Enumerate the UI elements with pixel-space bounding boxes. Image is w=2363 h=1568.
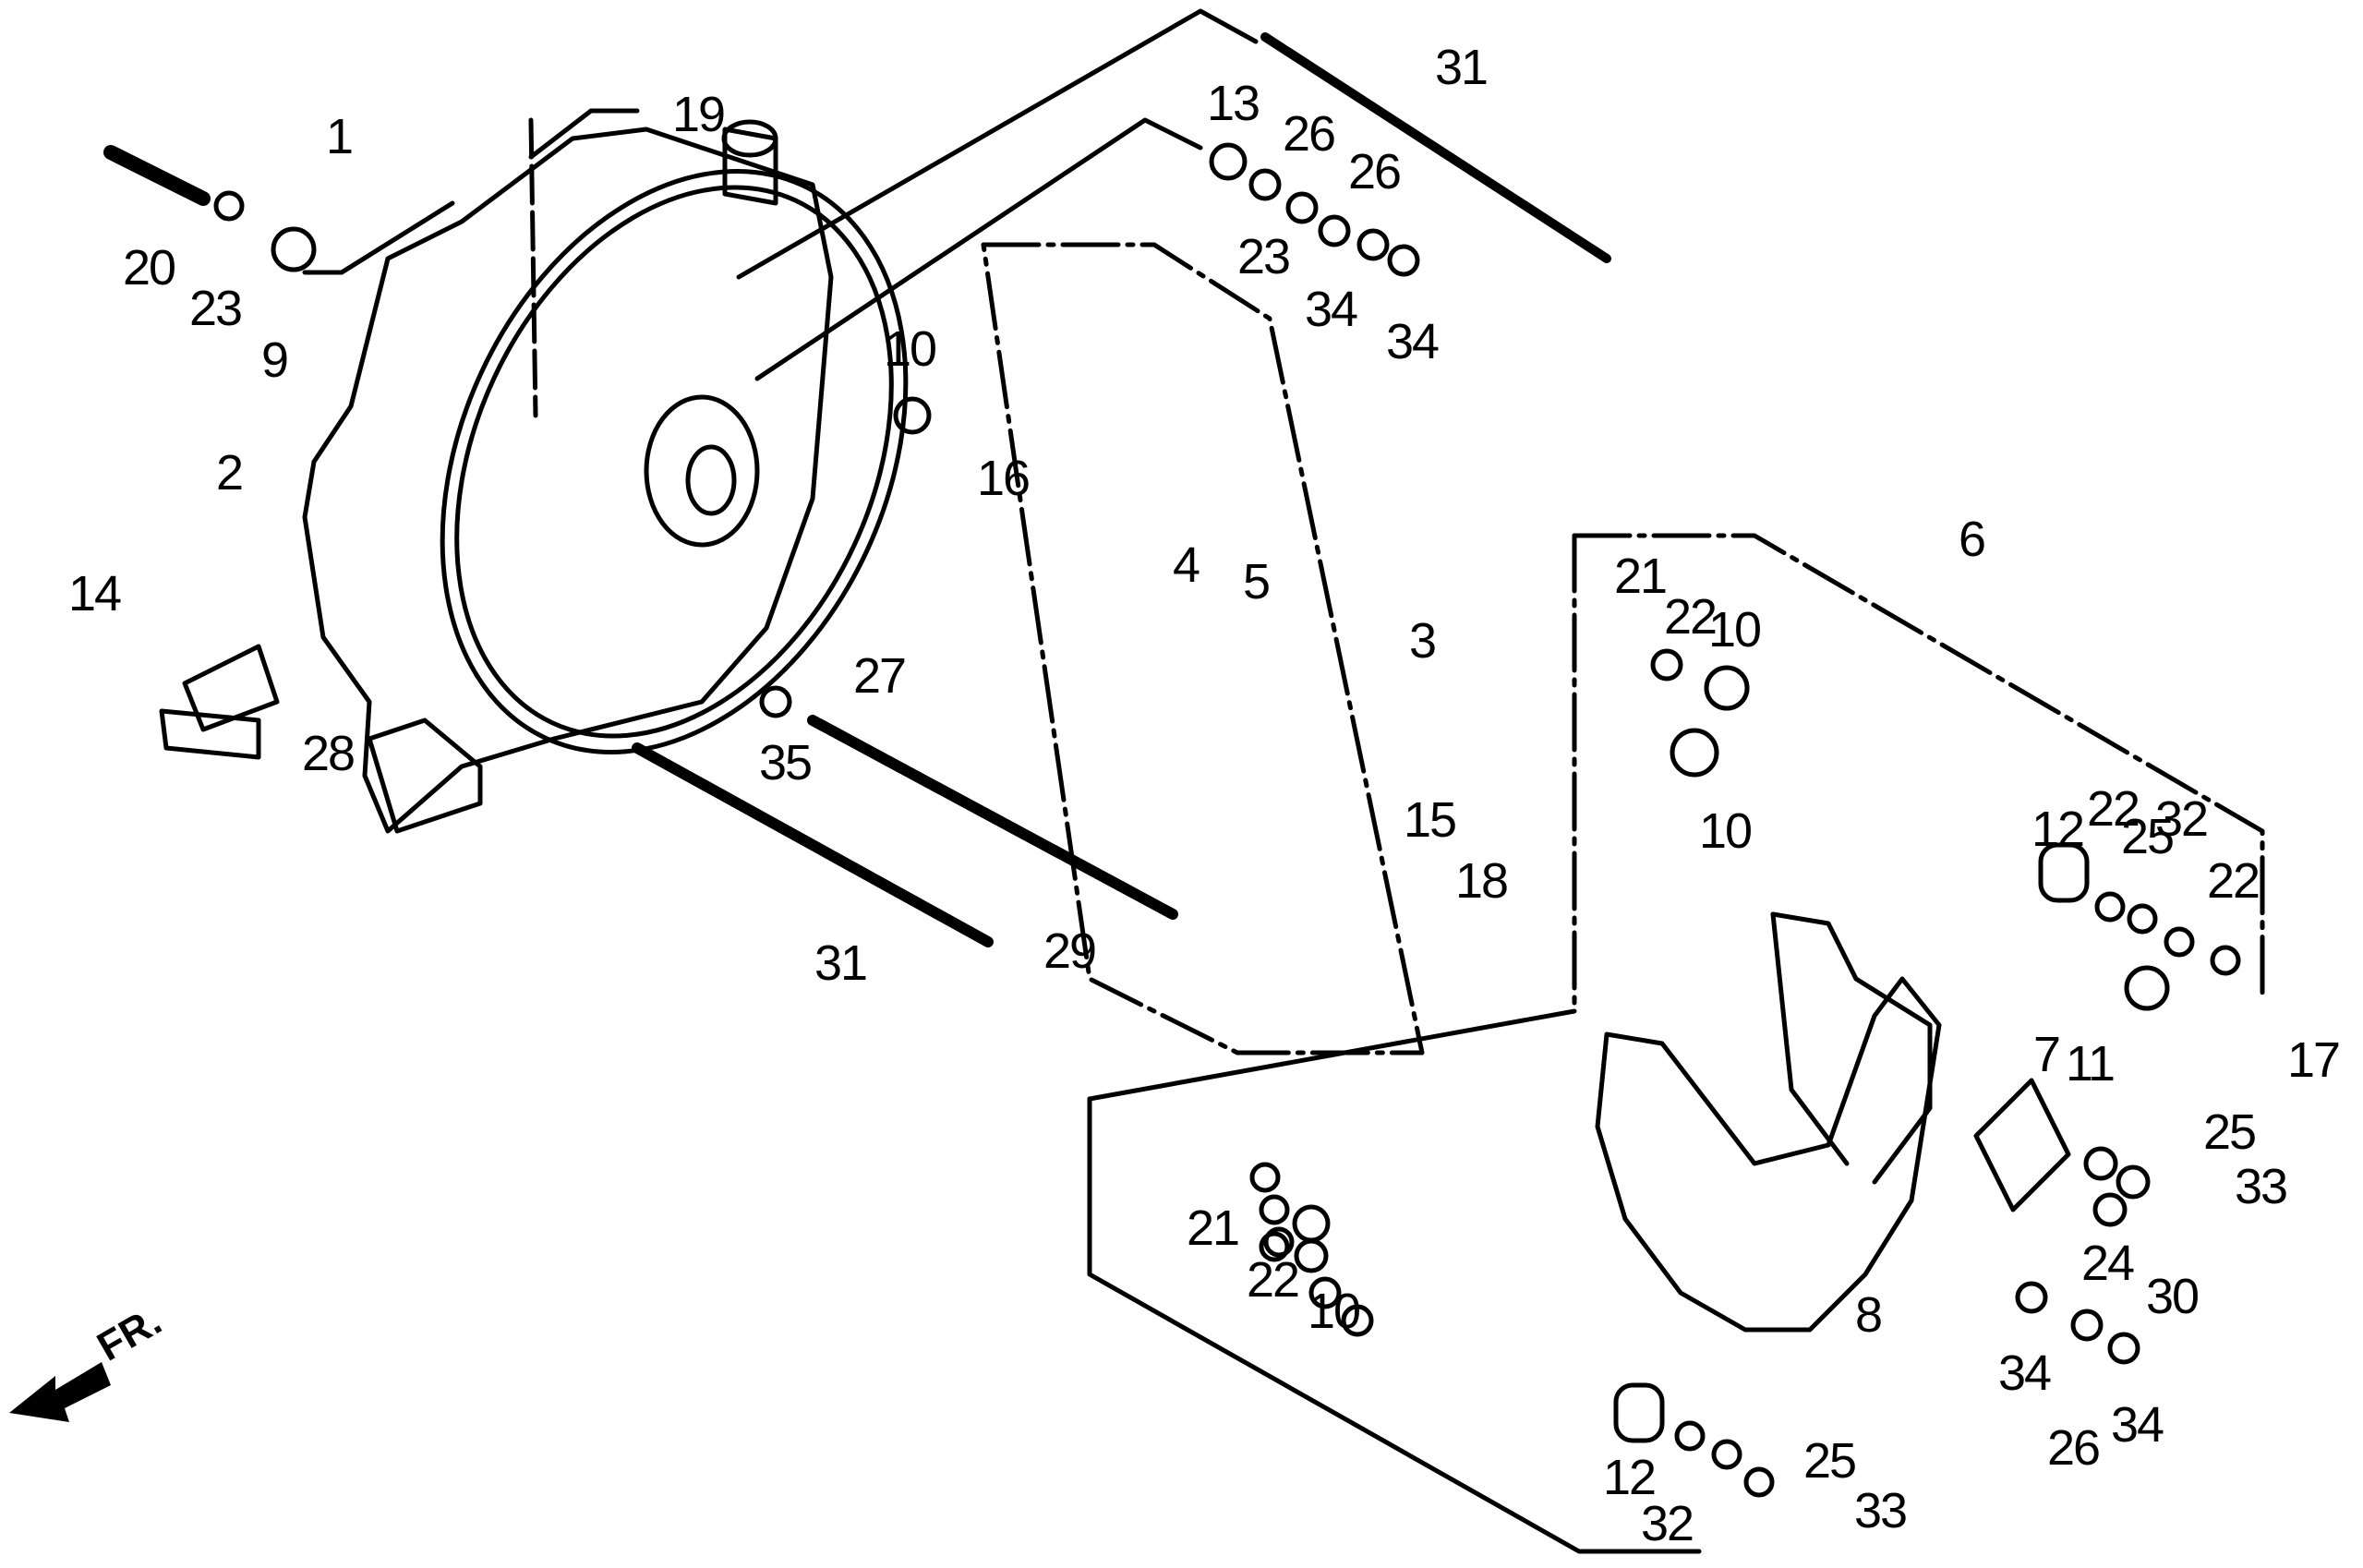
- callout-34: 34: [2110, 1397, 2164, 1453]
- callout-26: 26: [2046, 1420, 2101, 1476]
- callout-13: 13: [1206, 76, 1260, 131]
- callout-12: 12: [1602, 1450, 1657, 1505]
- callout-14: 14: [67, 566, 122, 621]
- housing-part: [302, 119, 909, 834]
- callout-4: 4: [1172, 537, 1200, 593]
- callout-35: 35: [758, 735, 813, 790]
- callout-27: 27: [852, 648, 907, 704]
- callout-8: 8: [1854, 1287, 1883, 1343]
- callout-20: 20: [122, 240, 176, 296]
- callout-29: 29: [1043, 923, 1097, 979]
- callout-33: 33: [1853, 1483, 1908, 1538]
- callout-10: 10: [1698, 803, 1753, 859]
- callout-34: 34: [1385, 314, 1440, 369]
- callout-22: 22: [2086, 781, 2140, 837]
- callout-23: 23: [1236, 229, 1291, 284]
- callout-25: 25: [2120, 809, 2175, 864]
- callout-34: 34: [1997, 1345, 2052, 1401]
- callout-7: 7: [2032, 1027, 2061, 1082]
- callout-6: 6: [1958, 512, 1986, 567]
- callout-9: 9: [260, 332, 289, 388]
- callout-25: 25: [2202, 1104, 2257, 1160]
- callout-10: 10: [1307, 1284, 1361, 1339]
- front-arrow-icon: [9, 1362, 111, 1422]
- callout-16: 16: [976, 451, 1031, 506]
- callout-17: 17: [2286, 1032, 2341, 1088]
- callout-12: 12: [2031, 802, 2085, 857]
- callout-2: 2: [215, 445, 244, 501]
- callout-33: 33: [2234, 1159, 2288, 1214]
- callout-11: 11: [2065, 1036, 2116, 1092]
- callout-26: 26: [1347, 144, 1402, 199]
- leader-line: [528, 108, 640, 160]
- callout-15: 15: [1403, 792, 1457, 848]
- callout-18: 18: [1454, 853, 1509, 909]
- callout-10: 10: [1707, 602, 1762, 657]
- callout-32: 32: [2154, 791, 2209, 847]
- callout-26: 26: [1282, 106, 1336, 162]
- callout-22: 22: [1246, 1252, 1300, 1308]
- callout-24: 24: [2080, 1236, 2135, 1291]
- callout-28: 28: [301, 726, 356, 781]
- callout-34: 34: [1304, 282, 1358, 337]
- callout-5: 5: [1242, 554, 1271, 609]
- callout-31: 31: [1434, 40, 1489, 95]
- callout-21: 21: [1186, 1200, 1240, 1256]
- callout-22: 22: [1663, 589, 1718, 645]
- callout-23: 23: [188, 281, 243, 336]
- callout-30: 30: [2145, 1269, 2200, 1324]
- callout-3: 3: [1408, 613, 1437, 669]
- callout-31: 31: [814, 935, 868, 991]
- callout-32: 32: [1640, 1496, 1694, 1551]
- callout-25: 25: [1802, 1433, 1857, 1489]
- callout-19: 19: [671, 87, 726, 142]
- callout-1: 1: [325, 109, 354, 164]
- callout-21: 21: [1613, 549, 1668, 604]
- callout-22: 22: [2206, 853, 2261, 909]
- callout-10: 10: [883, 321, 937, 377]
